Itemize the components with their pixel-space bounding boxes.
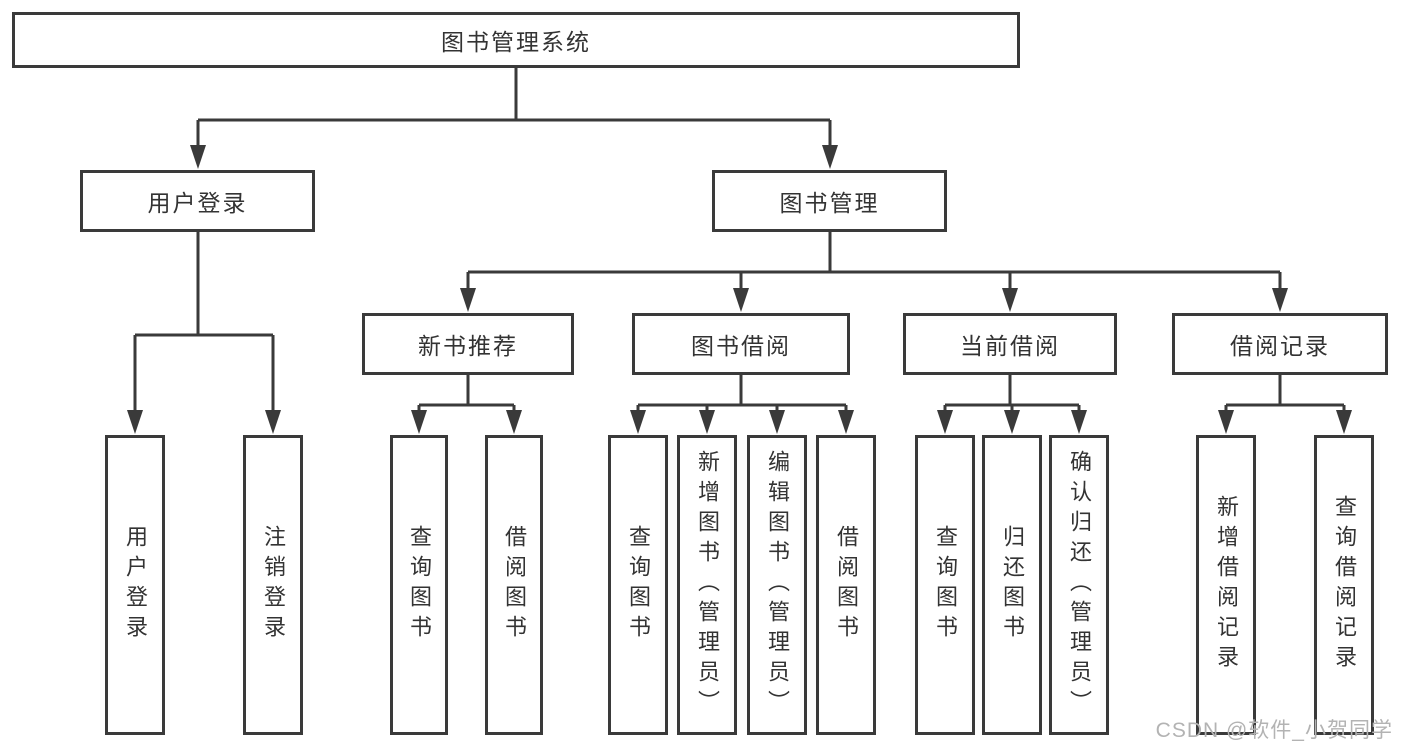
leaf-query-borrow-record: 查询借阅记录 [1314, 435, 1374, 735]
csdn-watermark: CSDN @软件_小贺同学 [1155, 719, 1393, 742]
connector-new-book-recommend-children [411, 375, 522, 434]
node-borrow-records: 借阅记录 [1172, 313, 1388, 375]
node-user-login: 用户登录 [80, 170, 315, 232]
leaf-query-books-recommend: 查询图书 [390, 435, 448, 735]
leaf-logout: 注销登录 [243, 435, 303, 735]
connector-borrow-records-children [1218, 375, 1352, 434]
leaf-query-books-current: 查询图书 [915, 435, 975, 735]
leaf-confirm-return-admin: 确认归还（管理员） [1049, 435, 1109, 735]
leaf-add-book-admin: 新增图书（管理员） [677, 435, 737, 735]
connector-root-to-level1 [190, 68, 838, 169]
node-new-book-recommend: 新书推荐 [362, 313, 574, 375]
leaf-borrow-books: 借阅图书 [816, 435, 876, 735]
node-current-borrow: 当前借阅 [903, 313, 1117, 375]
leaf-add-borrow-record: 新增借阅记录 [1196, 435, 1256, 735]
leaf-borrow-books-recommend: 借阅图书 [485, 435, 543, 735]
leaf-query-books-borrow: 查询图书 [608, 435, 668, 735]
leaf-user-login: 用户登录 [105, 435, 165, 735]
node-book-management: 图书管理 [712, 170, 947, 232]
node-book-borrow: 图书借阅 [632, 313, 850, 375]
leaf-edit-book-admin: 编辑图书（管理员） [747, 435, 807, 735]
leaf-return-books: 归还图书 [982, 435, 1042, 735]
connector-current-borrow-children [937, 375, 1087, 434]
node-root: 图书管理系统 [12, 12, 1020, 68]
connector-book-management-children [460, 232, 1288, 312]
connector-user-login-children [127, 232, 281, 434]
connector-book-borrow-children [630, 375, 854, 434]
